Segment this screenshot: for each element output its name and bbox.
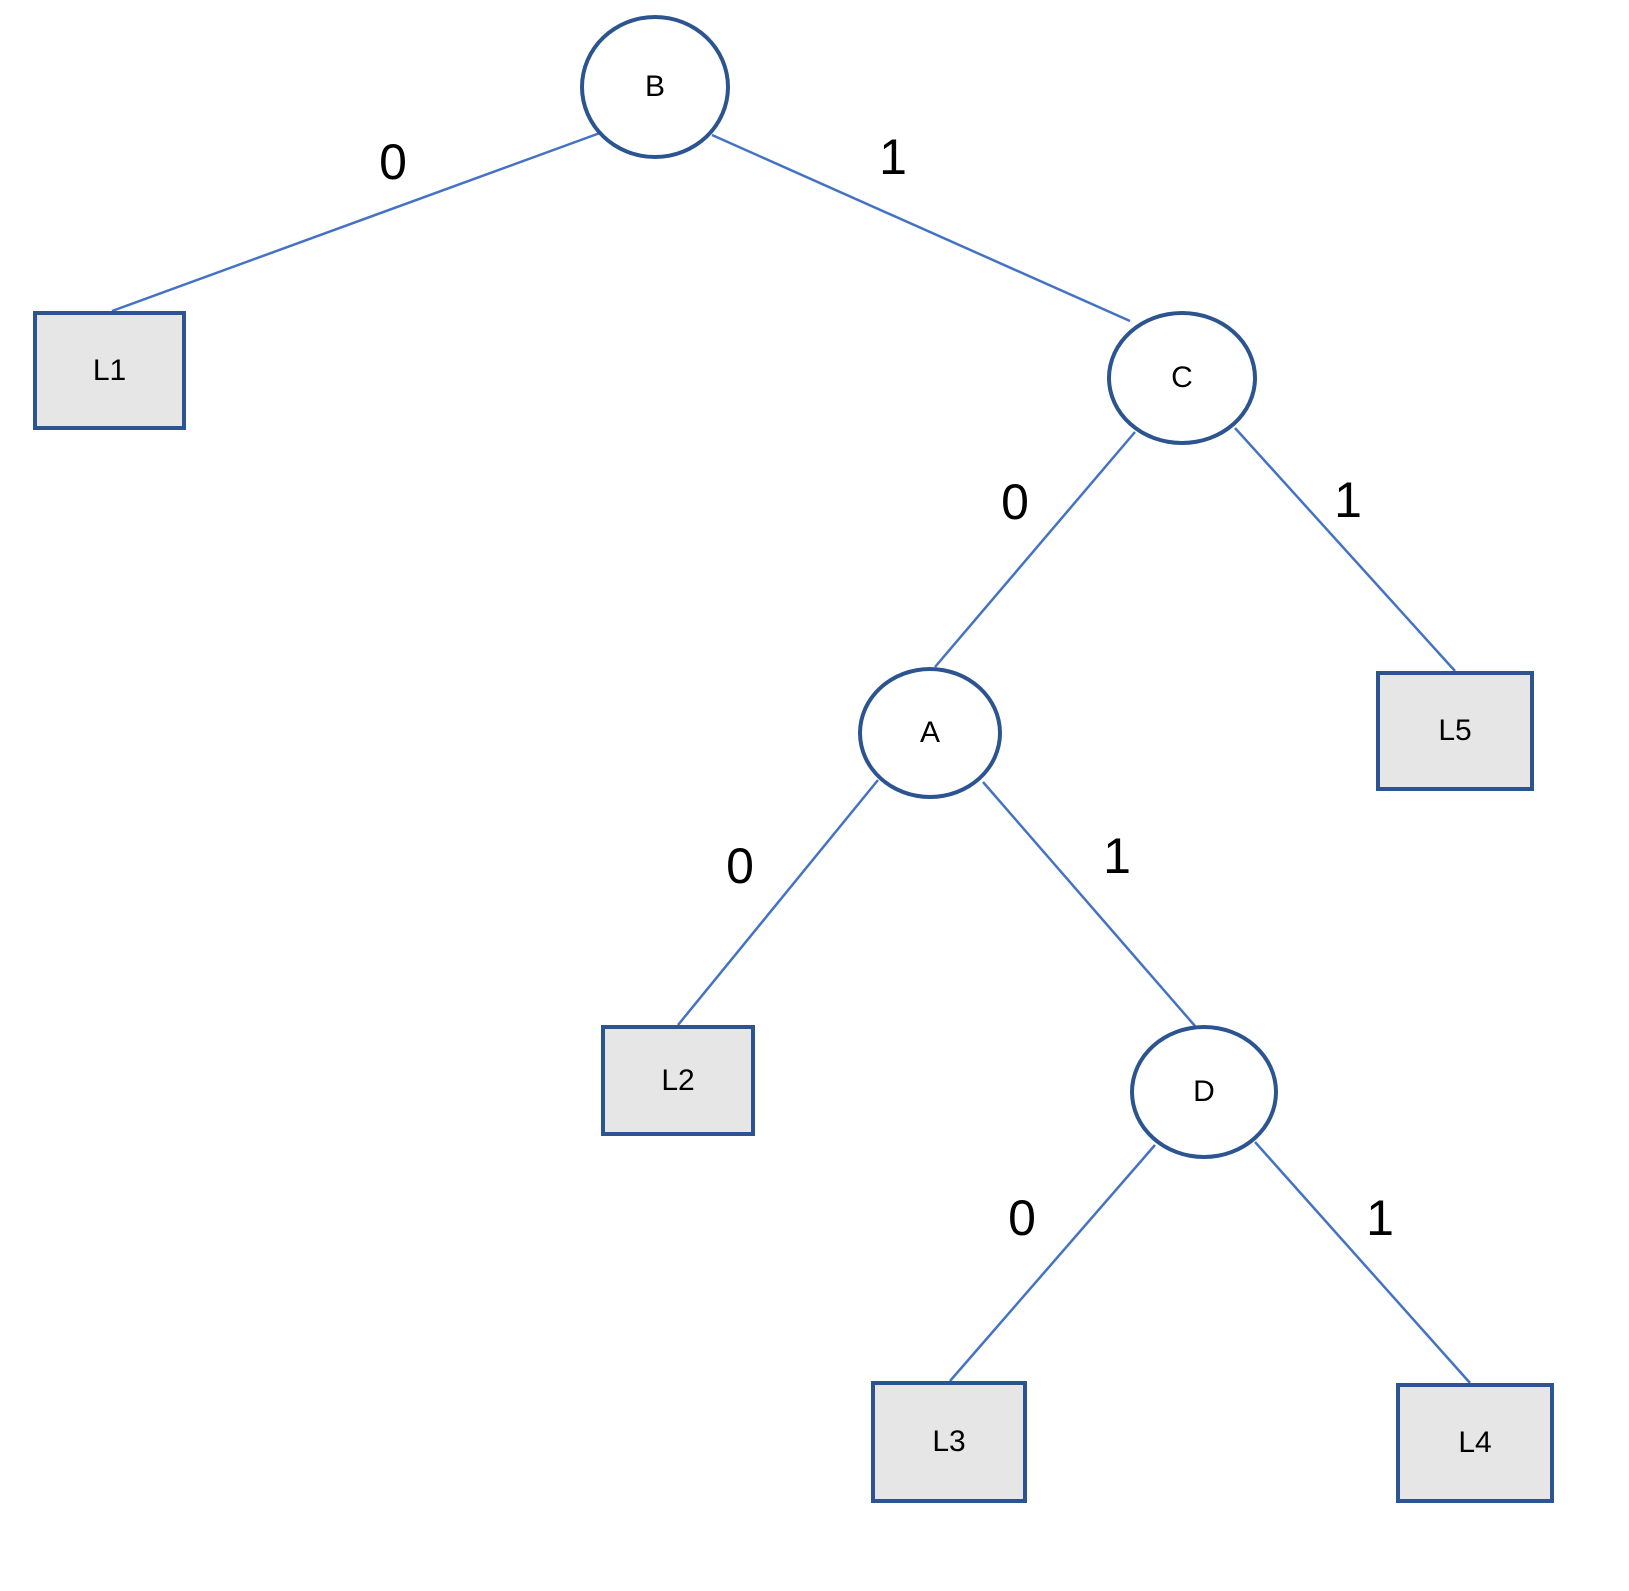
tree-edge-d-l3 [949,1144,1156,1382]
decision-node-b[interactable]: B [580,15,730,159]
tree-edge-c-l5 [1234,427,1456,672]
tree-edge-a-d [982,781,1196,1027]
decision-node-c[interactable]: C [1107,311,1257,445]
leaf-node-l1[interactable]: L1 [33,311,186,430]
edge-label-b-c: 1 [879,129,907,185]
edge-label-a-l2: 0 [726,838,754,894]
decision-node-label: B [644,70,665,103]
leaf-node-label: L3 [932,1425,966,1458]
tree-edge-c-a [934,431,1136,668]
decision-node-label: C [1171,361,1193,394]
edge-label-c-l5: 1 [1334,472,1362,528]
leaf-node-l4[interactable]: L4 [1396,1383,1554,1503]
decision-node-label: D [1193,1075,1215,1108]
leaf-node-label: L4 [1458,1426,1492,1459]
tree-edge-a-l2 [677,779,879,1026]
tree-edge-b-c [711,133,1131,323]
decision-node-a[interactable]: A [858,667,1002,799]
edge-label-a-d: 1 [1103,828,1131,884]
tree-edge-d-l4 [1254,1141,1471,1384]
leaf-node-l5[interactable]: L5 [1376,671,1534,791]
decision-node-label: A [919,716,940,749]
edge-label-d-l3: 0 [1008,1190,1036,1246]
leaf-node-label: L5 [1438,714,1472,747]
leaf-node-label: L1 [92,353,127,387]
edge-label-c-a: 0 [1001,474,1029,530]
decision-node-d[interactable]: D [1130,1025,1278,1159]
edge-label-d-l4: 1 [1366,1190,1394,1246]
leaf-node-label: L2 [661,1063,695,1097]
tree-edge-b-l1 [111,131,601,313]
leaf-node-l3[interactable]: L3 [871,1381,1027,1503]
edge-label-b-l1: 0 [379,134,407,190]
leaf-node-l2[interactable]: L2 [601,1025,755,1136]
